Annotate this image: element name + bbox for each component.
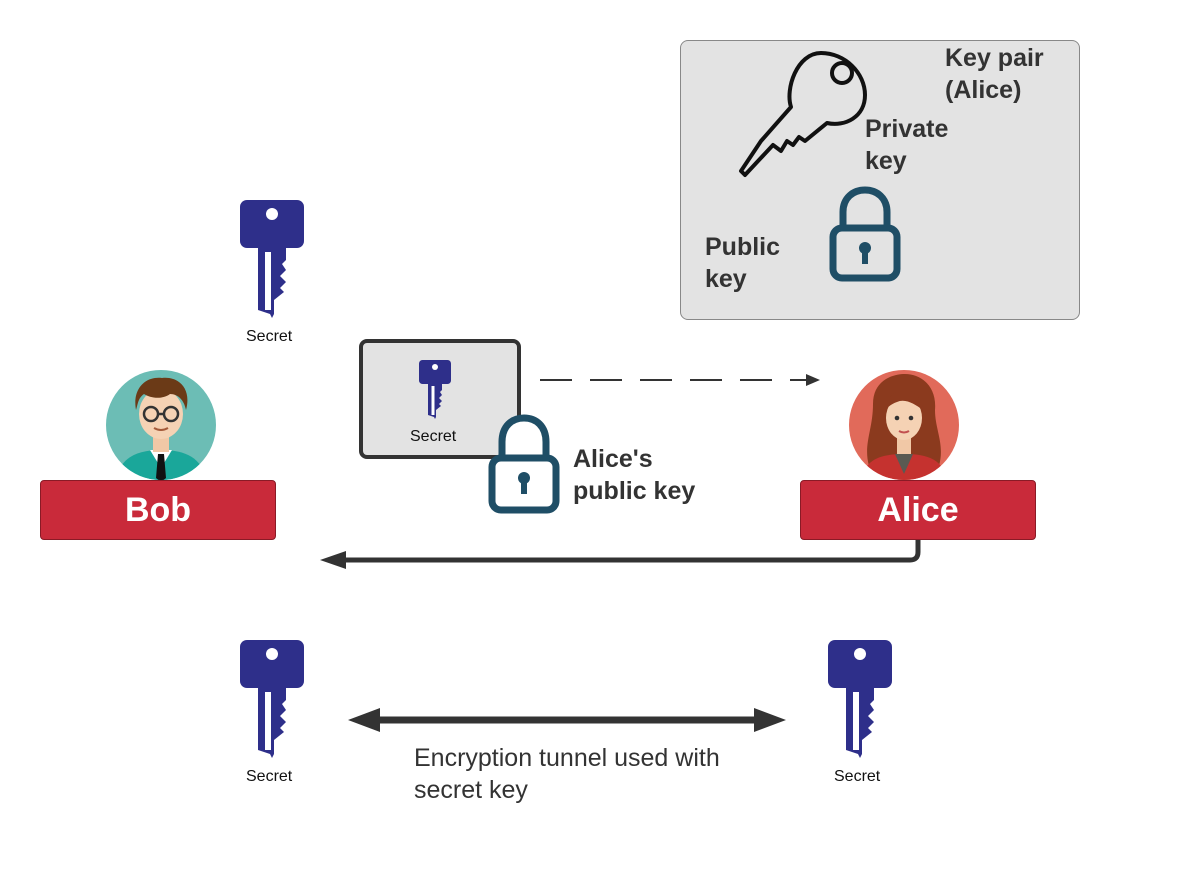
alices-public-key-label: Alice's public key xyxy=(573,445,696,505)
bob-name-bar: Bob xyxy=(40,480,276,540)
bob-secret-label: Secret xyxy=(246,768,293,785)
encryption-tunnel-arrow xyxy=(348,708,786,732)
alice-secret-label: Secret xyxy=(834,768,881,785)
send-arrow xyxy=(540,374,820,386)
private-key-icon xyxy=(739,51,867,177)
secret-label: Secret xyxy=(246,328,293,345)
public-key-label: Public key xyxy=(705,233,781,293)
private-key-label: Private key xyxy=(865,115,949,175)
alice-name-bar: Alice xyxy=(800,480,1036,540)
bob-avatar xyxy=(106,370,216,480)
secret-key-icon xyxy=(240,200,304,318)
envelope-secret-label: Secret xyxy=(410,428,457,445)
alices-public-key-lock-icon xyxy=(488,414,560,514)
key-pair-title: Key pair (Alice) xyxy=(945,44,1044,104)
key-pair-panel xyxy=(680,40,1080,320)
bob-secret-key-icon xyxy=(240,640,304,758)
public-key-lock-icon xyxy=(829,186,901,282)
alice-avatar xyxy=(849,370,959,480)
return-arrow xyxy=(320,540,921,569)
alice-secret-key-icon xyxy=(828,640,892,758)
tunnel-caption: Encryption tunnel used with secret key xyxy=(414,744,720,804)
envelope-secret-key-icon xyxy=(419,360,451,419)
